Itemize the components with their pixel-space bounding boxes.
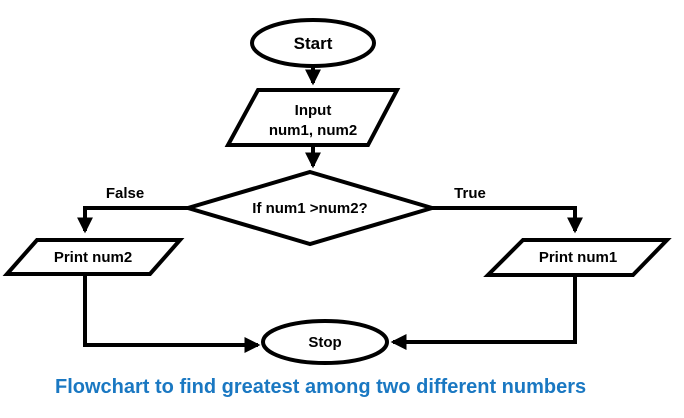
true-branch-connector [432,206,583,234]
connector-print-num1-to-stop [390,275,577,350]
input-node [224,88,401,147]
start-node-label: Start [294,34,333,53]
print-num2-node [2,238,185,276]
print-num2-node-label: Print num2 [54,249,132,266]
false-branch-connector [77,206,188,234]
true-branch-label: True [454,185,486,202]
flowchart-caption: Flowchart to find greatest among two dif… [55,376,586,398]
connector-print-num2-to-stop [83,274,261,353]
input-node-label-line2: num1, num2 [269,122,357,139]
false-branch-label: False [106,185,144,202]
print-num1-node [483,238,672,277]
decision-node-label: If num1 >num2? [252,200,367,217]
stop-node-label: Stop [308,334,341,351]
decision-node [180,169,440,247]
input-node-label-line1: Input [295,102,332,119]
print-num1-node-label: Print num1 [539,249,617,266]
stop-node [261,319,389,365]
